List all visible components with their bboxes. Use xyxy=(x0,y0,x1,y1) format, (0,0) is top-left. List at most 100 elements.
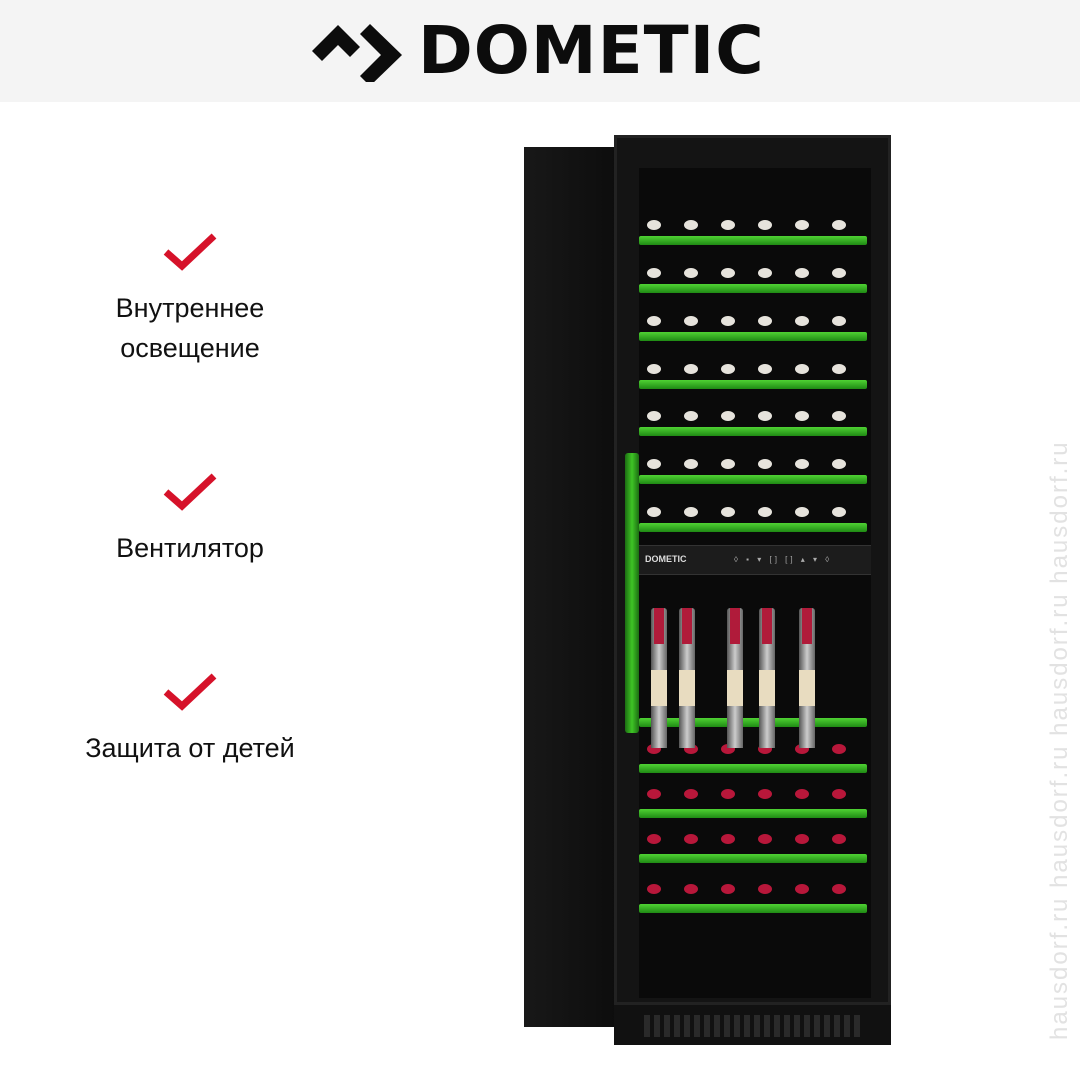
bottle xyxy=(721,834,735,844)
feature-child-lock: Защита от детей xyxy=(0,672,380,768)
bottle xyxy=(758,459,772,469)
bottle xyxy=(758,411,772,421)
shelf xyxy=(639,854,867,863)
bottle xyxy=(684,789,698,799)
shelf xyxy=(639,523,867,532)
shelf xyxy=(639,904,867,913)
vent-grille xyxy=(644,1015,864,1037)
brand-name: DOMETIC xyxy=(418,12,765,89)
bottle xyxy=(758,268,772,278)
bottle xyxy=(647,744,661,754)
bottle xyxy=(795,744,809,754)
shelf xyxy=(639,284,867,293)
upright-bottle xyxy=(799,608,815,748)
bottle xyxy=(832,411,846,421)
bottle-neck xyxy=(730,608,740,644)
upright-bottle xyxy=(651,608,667,748)
bottle xyxy=(758,220,772,230)
bottle-neck xyxy=(762,608,772,644)
bottle xyxy=(684,316,698,326)
bottle xyxy=(721,411,735,421)
bottle xyxy=(647,268,661,278)
bottle xyxy=(832,884,846,894)
bottle xyxy=(684,507,698,517)
bottle xyxy=(832,834,846,844)
glass-interior: DOMETIC ◊ ▪ ▾ [] [] ▴ ▾ ◊ xyxy=(639,168,871,998)
bottle xyxy=(832,507,846,517)
shelf xyxy=(639,764,867,773)
bottle xyxy=(832,459,846,469)
bottle xyxy=(647,316,661,326)
bottle-neck xyxy=(802,608,812,644)
feature-label: освещение xyxy=(120,333,260,363)
upright-bottle xyxy=(679,608,695,748)
brand-header: DOMETIC xyxy=(0,0,1080,102)
upright-bottle xyxy=(727,608,743,748)
bottle xyxy=(795,789,809,799)
red-checkmark-icon xyxy=(163,473,217,511)
shelf xyxy=(639,332,867,341)
shelf xyxy=(639,809,867,818)
bottle xyxy=(684,411,698,421)
bottle xyxy=(795,834,809,844)
feature-fan: Вентилятор xyxy=(0,472,380,568)
bottle xyxy=(721,220,735,230)
bottle xyxy=(758,834,772,844)
bottle xyxy=(647,459,661,469)
bottle-label xyxy=(727,670,743,706)
feature-label: Вентилятор xyxy=(116,533,264,563)
bottle xyxy=(647,834,661,844)
bottle xyxy=(795,884,809,894)
feature-interior-lighting: Внутреннее освещение xyxy=(0,232,380,368)
glass-door: DOMETIC ◊ ▪ ▾ [] [] ▴ ▾ ◊ xyxy=(614,135,891,1005)
upright-bottle xyxy=(759,608,775,748)
shelf xyxy=(639,427,867,436)
bottle xyxy=(721,507,735,517)
bottle xyxy=(721,789,735,799)
bottle-label xyxy=(651,670,667,706)
bottle xyxy=(647,884,661,894)
bottle xyxy=(647,789,661,799)
bottle xyxy=(758,364,772,374)
red-checkmark-icon xyxy=(163,233,217,271)
cabinet-base xyxy=(614,1005,891,1045)
bottle-neck xyxy=(682,608,692,644)
bottle xyxy=(647,364,661,374)
control-panel: DOMETIC ◊ ▪ ▾ [] [] ▴ ▾ ◊ xyxy=(639,545,871,575)
bottle xyxy=(684,220,698,230)
bottle xyxy=(758,507,772,517)
shelf xyxy=(639,380,867,389)
bottle xyxy=(795,364,809,374)
bottle xyxy=(684,268,698,278)
bottle xyxy=(721,364,735,374)
bottle xyxy=(795,268,809,278)
cabinet-side xyxy=(524,147,624,1027)
bottle xyxy=(758,884,772,894)
bottle xyxy=(647,507,661,517)
shelf xyxy=(639,236,867,245)
bottle xyxy=(684,744,698,754)
wine-cooler-image: DOMETIC ◊ ▪ ▾ [] [] ▴ ▾ ◊ xyxy=(516,135,906,1055)
bottle xyxy=(758,316,772,326)
bottle xyxy=(721,316,735,326)
bottle xyxy=(795,316,809,326)
dometic-logo: DOMETIC xyxy=(310,12,765,89)
panel-controls: ◊ ▪ ▾ [] [] ▴ ▾ ◊ xyxy=(734,555,833,564)
bottle xyxy=(684,459,698,469)
bottle-label xyxy=(799,670,815,706)
shelf xyxy=(639,718,867,727)
bottle xyxy=(721,459,735,469)
bottle xyxy=(684,364,698,374)
shelf xyxy=(639,475,867,484)
bottle xyxy=(832,220,846,230)
door-handle xyxy=(625,453,639,733)
bottle xyxy=(758,789,772,799)
bottle xyxy=(832,268,846,278)
feature-label: Внутреннее xyxy=(115,293,265,323)
bottle xyxy=(795,507,809,517)
bottle xyxy=(832,364,846,374)
watermark: hausdorf.ru hausdorf.ru hausdorf.ru haus… xyxy=(1046,440,1073,1040)
bottle xyxy=(721,268,735,278)
feature-label: Защита от детей xyxy=(85,733,295,763)
bottle xyxy=(647,411,661,421)
